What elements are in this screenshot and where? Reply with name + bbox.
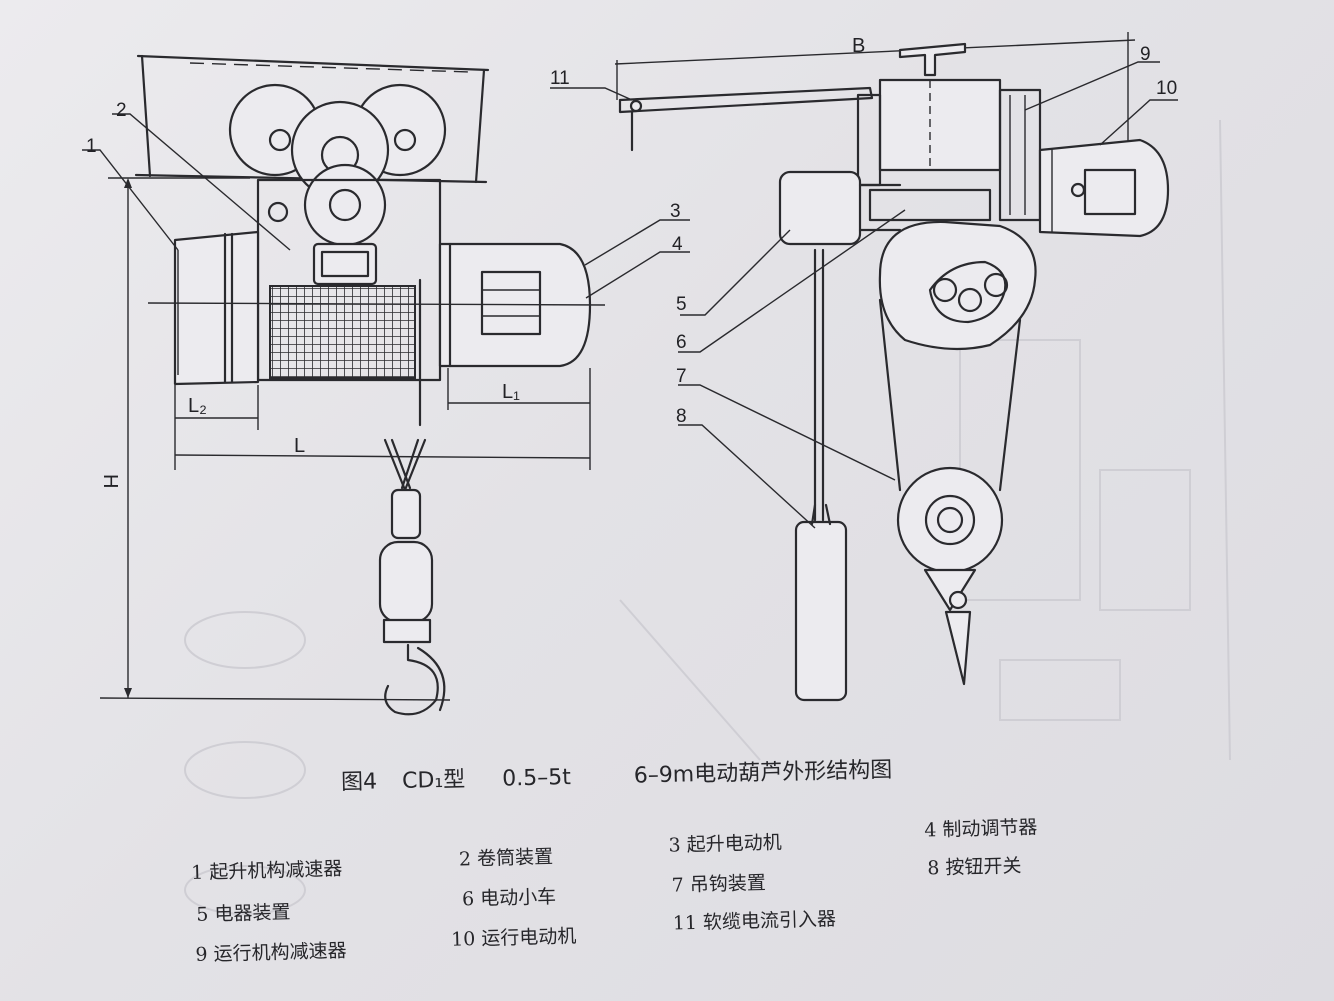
- leader-lines: [82, 113, 690, 299]
- dim-h: H: [99, 474, 121, 488]
- legend-item-1: 1 起升机构减速器: [190, 857, 343, 884]
- callout-8: 8: [676, 406, 687, 427]
- callout-5: 5: [676, 294, 687, 315]
- pendant-switch: [794, 520, 848, 702]
- legend-item-8: 8 按钮开关: [927, 854, 1022, 880]
- dim-l1: L₁: [502, 381, 520, 403]
- travel-motor: [1038, 138, 1170, 238]
- caption-figure-number: 图4: [340, 769, 378, 796]
- reducer-housing: [173, 230, 260, 386]
- center-line: [147, 302, 606, 306]
- callout-3: 3: [670, 201, 681, 222]
- callout-2: 2: [116, 100, 127, 121]
- parts-legend: 1 起升机构减速器 2 卷筒装置 3 起升电动机 4 制动调节器 5 电器装置 …: [190, 805, 1094, 980]
- callout-9: 9: [1140, 44, 1151, 65]
- front-view: [82, 32, 1136, 716]
- callout-6: 6: [676, 332, 687, 353]
- caption-model: CD₁型: [401, 767, 466, 794]
- callout-11: 11: [550, 68, 570, 89]
- hook-assembly: [378, 438, 446, 716]
- legend-item-10: 10 运行电动机: [450, 925, 577, 951]
- dimension-lines: [99, 32, 1136, 701]
- pulley-block: [896, 466, 1004, 686]
- trolley-wheels: [228, 83, 447, 247]
- legend-item-5: 5 电器装置: [196, 901, 291, 926]
- drum-mesh: [269, 285, 416, 379]
- show-through-ghosting: [184, 119, 1231, 915]
- callout-1: 1: [86, 136, 97, 157]
- dim-l2: L₂: [188, 395, 207, 417]
- caption-spec: 0.5–5t: [501, 765, 572, 792]
- legend-item-9: 9 运行机构减速器: [195, 939, 347, 966]
- legend-item-3: 3 起升电动机: [668, 831, 783, 857]
- callout-4: 4: [672, 234, 683, 255]
- side-view: [550, 42, 1178, 702]
- callout-7: 7: [676, 366, 687, 387]
- dim-b: B: [852, 35, 865, 57]
- legend-item-11: 11 软缆电流引入器: [672, 908, 837, 935]
- callout-10: 10: [1156, 78, 1177, 99]
- legend-item-4: 4 制动调节器: [923, 816, 1038, 842]
- drum-side: [878, 220, 1037, 351]
- caption-title: 6–9m电动葫芦外形结构图: [633, 757, 893, 789]
- legend-item-6: 6 电动小车: [461, 885, 557, 911]
- legend-item-2: 2 卷筒装置: [458, 845, 554, 871]
- leader-lines-right: [550, 61, 1178, 529]
- dim-l: L: [294, 435, 305, 457]
- legend-item-7: 7 吊钩装置: [671, 871, 767, 897]
